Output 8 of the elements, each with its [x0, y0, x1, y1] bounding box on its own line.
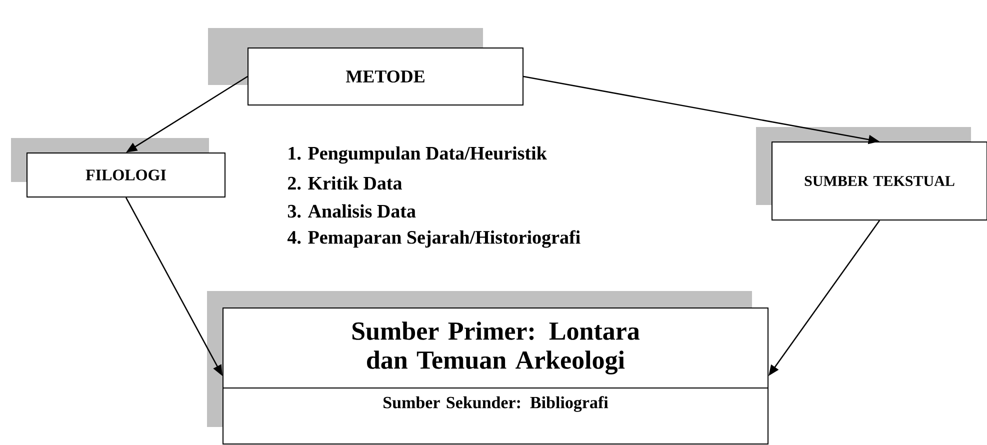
- list-item: 3. Analisis Data: [288, 204, 416, 218]
- list-item: 1. Pengumpulan Data/Heuristik: [288, 146, 547, 164]
- list-item: 4. Pemaparan Sejarah/Historiografi: [287, 230, 580, 248]
- process-box: SUMBER TEKSTUAL: [772, 142, 987, 220]
- process-box: METODE: [248, 48, 524, 106]
- process-box: Sumber Primer: Lontara dan Temuan Arkeologi Sumber Sekunder: Bibliografi: [222, 308, 768, 444]
- process-box: FILOLOGI: [26, 152, 226, 198]
- list-item: 2. Kritik Data: [288, 176, 402, 190]
